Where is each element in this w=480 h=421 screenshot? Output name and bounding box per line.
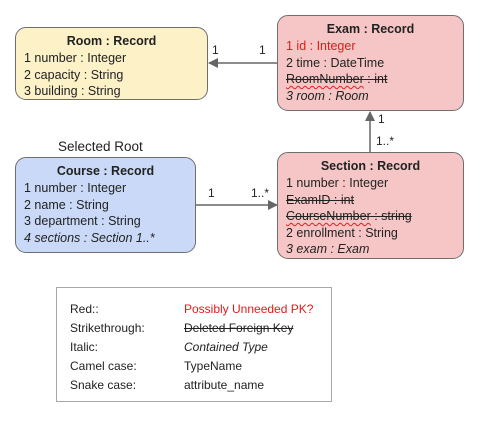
mult-room-exam-right: 1: [259, 43, 266, 57]
legend-row-strikethrough: Strikethrough: Deleted Foreign Key: [70, 321, 293, 335]
legend-key-strikethrough: Strikethrough:: [70, 321, 145, 335]
section-record-box[interactable]: Section : Record 1 number : Integer Exam…: [277, 152, 464, 259]
legend-key-italic: Italic:: [70, 340, 99, 354]
course-attr-sections: 4 sections : Section 1..*: [24, 230, 155, 245]
legend-row-snake-case: Snake case: attribute_name: [70, 378, 264, 392]
room-title: Room : Record: [66, 34, 157, 48]
legend-key-snake-case: Snake case:: [70, 378, 137, 392]
course-record-box[interactable]: Course : Record 1 number : Integer 2 nam…: [15, 157, 196, 253]
legend-key-red: Red::: [70, 302, 99, 316]
section-title: Section : Record: [320, 159, 421, 173]
room-attr-capacity: 2 capacity : String: [24, 67, 124, 82]
legend-row-italic: Italic: Contained Type: [70, 340, 268, 354]
selected-root-label: Selected Root: [58, 139, 143, 154]
room-record-box[interactable]: Room : Record 1 number : Integer 2 capac…: [15, 27, 208, 100]
exam-record-box[interactable]: Exam : Record 1 id : Integer 2 time : Da…: [277, 15, 464, 111]
legend-value-strikethrough: Deleted Foreign Key: [184, 321, 294, 335]
exam-title: Exam : Record: [326, 22, 415, 36]
exam-attr-room: 3 room : Room: [286, 88, 369, 103]
exam-attr-time: 2 time : DateTime: [286, 55, 385, 70]
course-attr-name: 2 name : String: [24, 197, 109, 212]
mult-course-section-left: 1: [208, 186, 215, 200]
legend-key-camel-case: Camel case:: [70, 359, 137, 373]
legend-row-red: Red:: Possibly Unneeded PK?: [70, 302, 313, 316]
exam-attr-id: 1 id : Integer: [286, 39, 356, 54]
legend-value-italic: Contained Type: [184, 340, 268, 354]
room-attr-number: 1 number : Integer: [24, 51, 127, 66]
mult-room-exam-left: 1: [212, 43, 219, 57]
section-attr-number: 1 number : Integer: [286, 176, 389, 191]
legend-value-snake-case: attribute_name: [184, 378, 265, 392]
mult-section-exam-bottom: 1..*: [376, 134, 395, 148]
mult-section-exam-top: 1: [378, 112, 385, 126]
course-title: Course : Record: [56, 164, 155, 178]
course-attr-department: 3 department : String: [24, 214, 141, 229]
section-attr-examid-deleted: ExamID : int: [286, 192, 355, 207]
course-attr-number: 1 number : Integer: [24, 181, 127, 196]
legend-row-camel-case: Camel case: TypeName: [70, 359, 242, 373]
legend-value-camel-case: TypeName: [184, 359, 243, 373]
section-attr-exam: 3 exam : Exam: [286, 242, 370, 257]
mult-course-section-right: 1..*: [251, 186, 270, 200]
exam-attr-roomnumber-deleted: RoomNumber : int: [286, 72, 388, 87]
legend-value-red: Possibly Unneeded PK?: [184, 302, 314, 316]
room-attr-building: 3 building : String: [24, 84, 121, 99]
section-attr-enrollment: 2 enrollment : String: [286, 225, 398, 240]
section-attr-coursenumber-deleted: CourseNumber : string: [286, 209, 412, 224]
legend-box: Red:: Possibly Unneeded PK? Strikethroug…: [56, 287, 332, 402]
